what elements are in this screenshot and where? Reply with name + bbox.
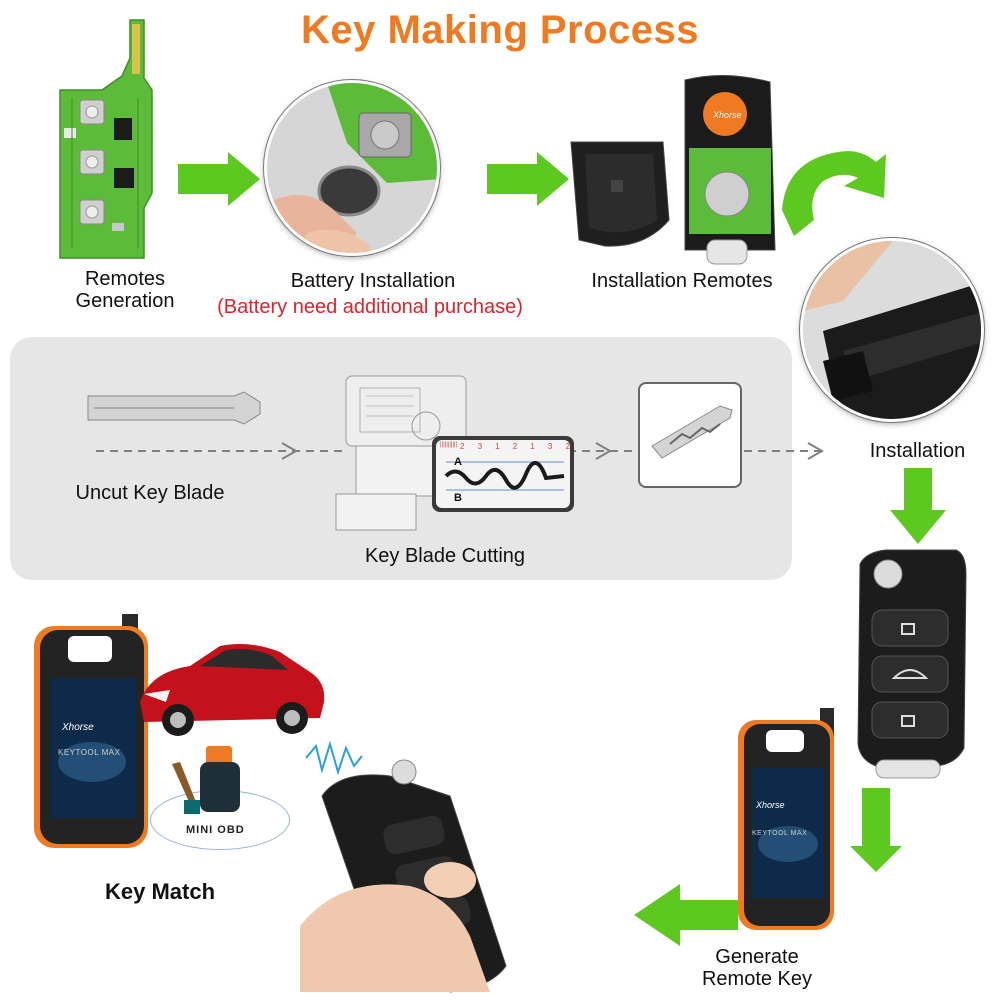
hand-holding-key-image bbox=[300, 759, 507, 993]
device-left-model: KEYTOOL MAX bbox=[58, 748, 121, 757]
svg-text:|||||||||||: ||||||||||| bbox=[440, 442, 458, 448]
device-brand: Xhorse bbox=[756, 800, 785, 810]
signal-wave-icon bbox=[305, 740, 363, 776]
flow-arrow-icon bbox=[890, 468, 946, 544]
cutting-chart: ||||||||||| A B 2 3 1 2 1 3 2 bbox=[432, 436, 574, 512]
dashed-flow-line bbox=[96, 442, 825, 460]
mini-obd-label: MINI OBD bbox=[186, 824, 245, 836]
keytool-max-device-left-image bbox=[34, 614, 148, 848]
chart-digit: 1 bbox=[495, 442, 500, 451]
flow-arrow-icon bbox=[178, 152, 260, 206]
chart-digit: 3 bbox=[547, 442, 553, 451]
step-label-key-blade-cutting: Key Blade Cutting bbox=[364, 545, 526, 567]
chart-digit: 3 bbox=[477, 442, 483, 451]
chart-digit: 1 bbox=[530, 442, 535, 451]
step-label-remotes-generation: Remotes Generation bbox=[75, 268, 175, 312]
device-left-brand: Xhorse bbox=[62, 722, 94, 733]
battery-installation-image bbox=[264, 80, 440, 256]
flow-arrow-icon bbox=[487, 152, 569, 206]
mini-obd-adapter-image bbox=[172, 746, 240, 814]
installation-remotes-image: Xhorse bbox=[570, 75, 776, 265]
step-label-key-match: Key Match bbox=[104, 879, 216, 904]
battery-note: (Battery need additional purchase) bbox=[217, 296, 523, 318]
keytool-max-device-image bbox=[738, 708, 834, 930]
remote-pcb-image bbox=[59, 19, 153, 259]
curved-arrow-icon bbox=[782, 151, 886, 236]
svg-text:Xhorse: Xhorse bbox=[712, 110, 742, 120]
step-label-generate-remote-key: Generate Remote Key bbox=[701, 946, 813, 990]
flip-remote-key-image bbox=[857, 549, 967, 779]
installation-image bbox=[800, 238, 984, 422]
device-model: KEYTOOL MAX bbox=[752, 830, 808, 837]
step-label-battery-installation: Battery Installation bbox=[290, 270, 456, 292]
chart-digit: 2 bbox=[565, 442, 570, 451]
cut-key-image bbox=[638, 382, 742, 488]
flow-arrow-icon bbox=[634, 884, 738, 946]
chart-digit: 2 bbox=[460, 442, 465, 451]
chart-row-b: B bbox=[454, 492, 462, 504]
uncut-key-blade-image bbox=[87, 391, 261, 425]
step-label-installation: Installation bbox=[869, 440, 966, 462]
chart-digit: 2 bbox=[512, 442, 518, 451]
key-cutting-machine-image bbox=[335, 375, 467, 531]
red-car-image bbox=[140, 644, 325, 736]
flow-arrow-icon bbox=[850, 788, 902, 872]
step-label-installation-remotes: Installation Remotes bbox=[591, 270, 773, 292]
step-label-uncut-key-blade: Uncut Key Blade bbox=[75, 482, 225, 504]
chart-row-a: A bbox=[454, 456, 462, 468]
page-title: Key Making Process bbox=[300, 8, 700, 52]
